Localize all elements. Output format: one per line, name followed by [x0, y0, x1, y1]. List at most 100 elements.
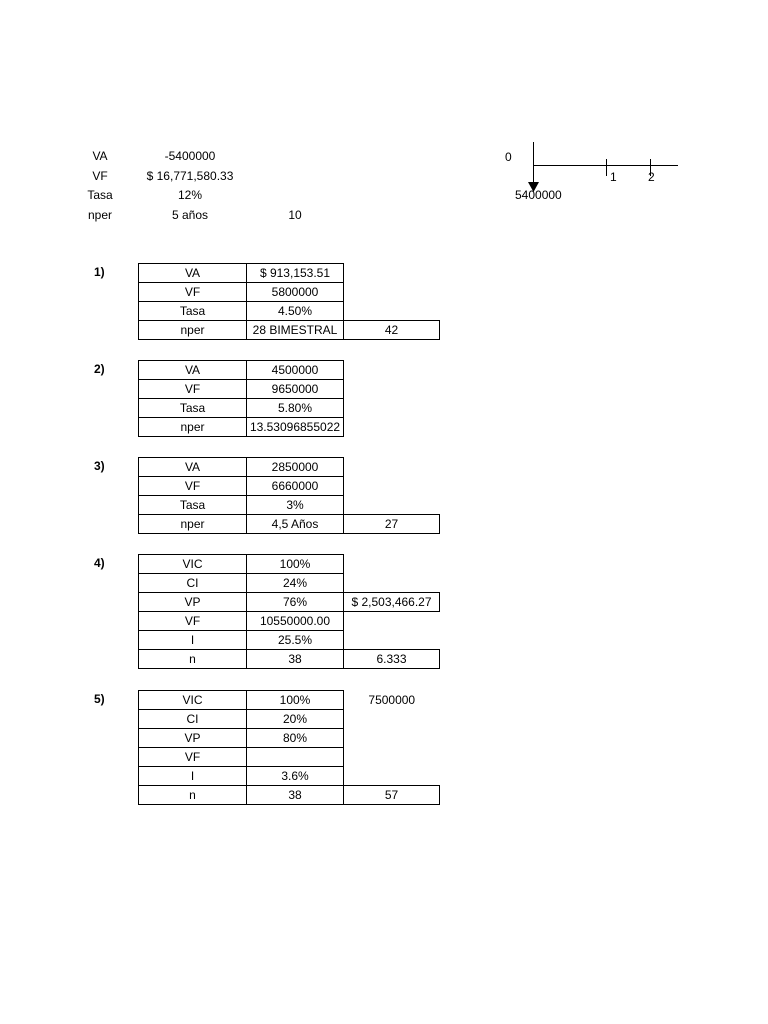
cell-label: VP	[138, 728, 247, 748]
table-row: CI 24%	[138, 573, 440, 593]
cell-value: 100%	[246, 554, 344, 574]
cell-value: 25.5%	[246, 630, 344, 650]
cell-label: nper	[138, 417, 247, 437]
timeline-tick-1	[606, 159, 607, 176]
timeline-tick-1-label: 1	[610, 170, 617, 184]
table-row: Tasa 4.50%	[138, 301, 440, 321]
cell-value: 100%	[246, 690, 344, 710]
down-arrow-icon	[528, 182, 539, 192]
top-label-va: VA	[92, 149, 108, 163]
cell-label: n	[138, 785, 247, 805]
cell-extra	[344, 283, 440, 302]
top-value-va: -5400000	[164, 149, 216, 163]
cell-label: Tasa	[138, 495, 247, 515]
table-row: VA 2850000	[138, 457, 440, 477]
cell-value: 24%	[246, 573, 344, 593]
cell-label: CI	[138, 573, 247, 593]
cell-extra: 42	[343, 320, 440, 340]
problem-3-table: VA 2850000 VF 6660000 Tasa 3% nper 4,5 A…	[138, 457, 440, 534]
cell-extra	[344, 710, 440, 729]
cell-extra	[344, 748, 440, 767]
cell-extra	[344, 767, 440, 786]
table-row: n 38 57	[138, 785, 440, 805]
cell-value	[246, 747, 344, 767]
problem-4-number: 4)	[94, 556, 105, 570]
cell-label: I	[138, 630, 247, 650]
table-row: n 38 6.333	[138, 649, 440, 669]
problem-2-table: VA 4500000 VF 9650000 Tasa 5.80% nper 13…	[138, 360, 440, 437]
cell-extra	[344, 612, 440, 631]
cell-label: Tasa	[138, 301, 247, 321]
table-row: VP 80%	[138, 728, 440, 748]
cell-label: VA	[138, 263, 247, 283]
table-row: VIC 100%	[138, 554, 440, 574]
cell-extra: 7500000	[368, 693, 416, 707]
top-label-nper: nper	[87, 208, 113, 222]
table-row: VA 4500000	[138, 360, 440, 380]
cell-value: 2850000	[246, 457, 344, 477]
cell-value: 38	[246, 649, 344, 669]
top-label-vf: VF	[92, 169, 108, 183]
cell-extra	[344, 418, 440, 437]
cell-label: VA	[138, 360, 247, 380]
cell-extra: 27	[343, 514, 440, 534]
table-row: nper 28 BIMESTRAL 42	[138, 320, 440, 340]
cell-value: 9650000	[246, 379, 344, 399]
timeline-zero-label: 0	[505, 150, 512, 164]
timeline-amount: 5400000	[515, 188, 562, 202]
problem-2-number: 2)	[94, 362, 105, 376]
cell-label: nper	[138, 514, 247, 534]
table-row: nper 13.53096855022	[138, 417, 440, 437]
cell-extra: $ 2,503,466.27	[343, 592, 440, 612]
table-row: Tasa 5.80%	[138, 398, 440, 418]
cell-extra	[344, 477, 440, 496]
cell-extra	[344, 302, 440, 321]
cell-value: 5800000	[246, 282, 344, 302]
table-row: I 3.6%	[138, 766, 440, 786]
cell-extra	[344, 399, 440, 418]
cell-value: 76%	[246, 592, 344, 612]
cell-value: 4,5 Años	[246, 514, 344, 534]
cell-label: VF	[138, 282, 247, 302]
cell-value: 80%	[246, 728, 344, 748]
cell-extra: 6.333	[343, 649, 440, 669]
problem-5-number: 5)	[94, 692, 105, 706]
table-row: I 25.5%	[138, 630, 440, 650]
table-row: VF 6660000	[138, 476, 440, 496]
table-row: VF	[138, 747, 440, 767]
table-row: VIC 100% 7500000	[138, 690, 440, 710]
problem-5-table: VIC 100% 7500000 CI 20% VP 80% VF I 3.6%…	[138, 690, 440, 805]
top-extra-nper: 10	[288, 208, 302, 222]
cell-label: VF	[138, 379, 247, 399]
cell-value: 4.50%	[246, 301, 344, 321]
table-row: VF 5800000	[138, 282, 440, 302]
cell-label: n	[138, 649, 247, 669]
cell-value: 28 BIMESTRAL	[246, 320, 344, 340]
cell-extra: 57	[343, 785, 440, 805]
table-row: CI 20%	[138, 709, 440, 729]
problem-1-table: VA $ 913,153.51 VF 5800000 Tasa 4.50% np…	[138, 263, 440, 340]
cell-extra	[344, 555, 440, 574]
cell-value: 10550000.00	[246, 611, 344, 631]
cell-label: VF	[138, 747, 247, 767]
cell-extra	[344, 264, 440, 283]
table-row: VF 9650000	[138, 379, 440, 399]
cell-extra	[344, 361, 440, 380]
top-value-tasa: 12%	[177, 188, 203, 202]
cell-label: VIC	[138, 690, 247, 710]
cell-label: VF	[138, 611, 247, 631]
cell-label: Tasa	[138, 398, 247, 418]
table-row: VP 76% $ 2,503,466.27	[138, 592, 440, 612]
cell-extra	[344, 380, 440, 399]
cell-value: 38	[246, 785, 344, 805]
table-row: VF 10550000.00	[138, 611, 440, 631]
cell-value: 6660000	[246, 476, 344, 496]
timeline-tick-2	[650, 159, 651, 176]
problem-4-table: VIC 100% CI 24% VP 76% $ 2,503,466.27 VF…	[138, 554, 440, 669]
cell-value: 13.53096855022	[246, 417, 344, 437]
cell-label: VF	[138, 476, 247, 496]
problem-1-number: 1)	[94, 265, 105, 279]
timeline-tick-2-label: 2	[648, 170, 655, 184]
problem-3-number: 3)	[94, 459, 105, 473]
cell-value: 5.80%	[246, 398, 344, 418]
